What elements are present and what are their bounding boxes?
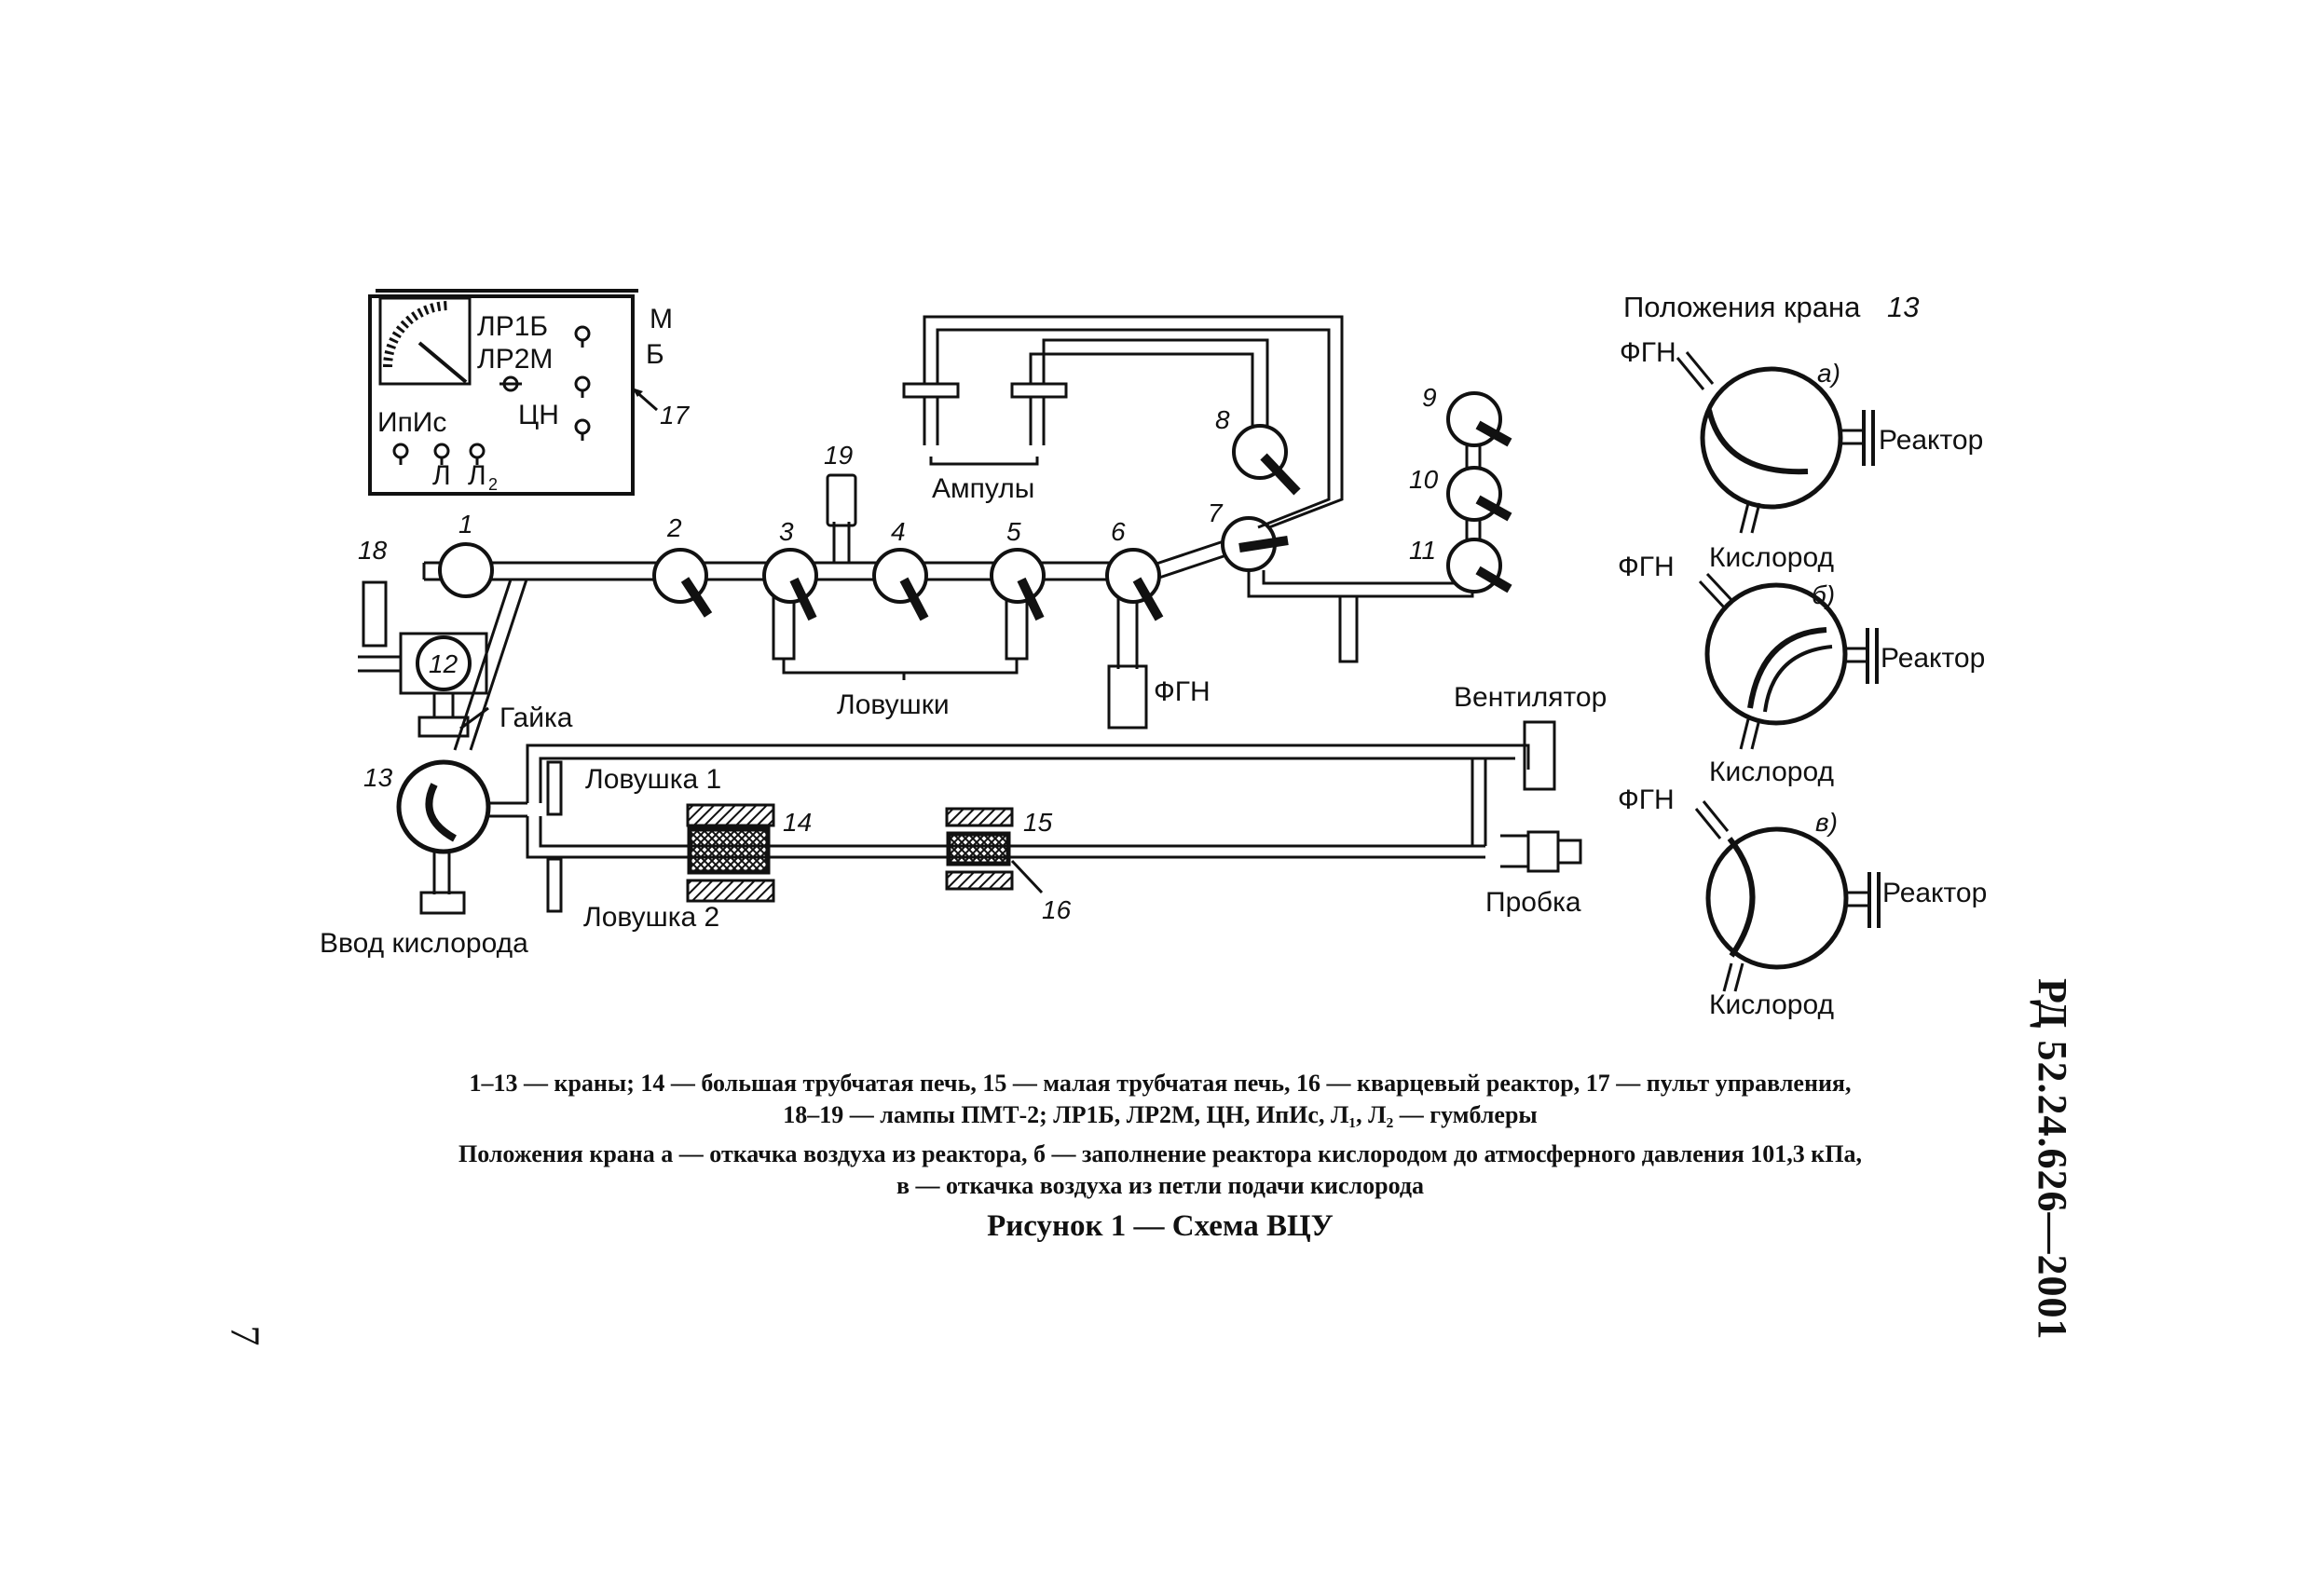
- tap-positions-title-number: 13: [1887, 291, 1919, 323]
- valve-12-assembly: [358, 580, 489, 738]
- furnace-14-top: [686, 803, 775, 827]
- tap-positions-labels: Положения крана 13 ФГН а) Реактор Кислор…: [1618, 291, 1987, 1020]
- ventilator: [1523, 720, 1556, 791]
- ampoules-label: Ампулы: [932, 473, 1034, 504]
- switch-ipis-label: ИпИс: [377, 407, 446, 438]
- valve-1-number: 1: [458, 510, 473, 539]
- right-branch: [1247, 391, 1512, 663]
- valve-10-number: 10: [1409, 465, 1439, 494]
- switch-l2-subscript: 2: [488, 475, 498, 494]
- panel-number: 17: [660, 401, 691, 430]
- tap-a-fgn: ФГН: [1620, 337, 1676, 368]
- lamp-18-number: 18: [358, 536, 388, 565]
- oxygen-inlet-label: Ввод кислорода: [320, 928, 528, 959]
- valve-11-number: 11: [1409, 536, 1436, 565]
- trap-1-label: Ловушка 1: [585, 764, 721, 795]
- toggle-switch-icons: [392, 325, 591, 465]
- trap-2-label: Ловушка 2: [583, 902, 719, 933]
- tap-b-fgn: ФГН: [1618, 552, 1675, 582]
- gauge-icon: [378, 296, 472, 386]
- fgn-label: ФГН: [1154, 676, 1211, 707]
- valve-8-number: 8: [1215, 405, 1230, 434]
- label-b: Б: [646, 339, 664, 370]
- page-number: 7: [222, 1325, 268, 1346]
- tap-c-oxygen: Кислород: [1709, 989, 1834, 1020]
- tap-b-reactor: Реактор: [1881, 643, 1985, 674]
- valve-13: [396, 759, 491, 915]
- tap-c-fgn: ФГН: [1618, 784, 1675, 815]
- tap-position-b: [1698, 572, 1879, 750]
- figure-title: Рисунок 1 — Схема ВЦУ: [987, 1209, 1334, 1243]
- fgn-vessel: [1107, 664, 1148, 730]
- label-m: М: [650, 304, 673, 334]
- switch-lr2m-label: ЛР2М: [477, 344, 553, 375]
- panel-labels: ЛР1Б ЛР2М ЦН ИпИс Л Л 2 М Б 17: [377, 304, 691, 494]
- furnace-15-top: [945, 807, 1014, 827]
- valve-9-number: 9: [1422, 383, 1437, 412]
- tap-b-letter: б): [1812, 580, 1835, 609]
- valve-2-number: 2: [666, 513, 682, 542]
- scheme-labels: Ампулы Ловушки ФГН Гайка Вентилятор Лову…: [320, 473, 1607, 959]
- tap-a-reactor: Реактор: [1879, 425, 1983, 456]
- furnace-15-number: 15: [1023, 808, 1053, 837]
- tap-c-reactor: Реактор: [1882, 878, 1987, 908]
- switch-tsn-label: ЦН: [518, 400, 559, 430]
- positions-line-1: Положения крана а — откачка воздуха из р…: [458, 1140, 1863, 1167]
- switch-lr1b-label: ЛР1Б: [477, 311, 548, 342]
- legend-line-1: 1–13 — краны; 14 — большая трубчатая печ…: [469, 1070, 1852, 1097]
- plug: [1526, 830, 1560, 873]
- furnace-14: [687, 826, 771, 875]
- valve-6-number: 6: [1111, 517, 1126, 546]
- traps-label: Ловушки: [837, 689, 950, 720]
- lamp-19: [826, 473, 857, 527]
- valve-4-number: 4: [891, 517, 906, 546]
- furnace-14-number: 14: [783, 808, 812, 837]
- valve-13-number: 13: [363, 763, 393, 792]
- legend-line-2: 18–19 — лампы ПМТ-2; ЛР1Б, ЛР2М, ЦН, ИпИ…: [783, 1101, 1538, 1128]
- lamp-19-number: 19: [824, 441, 853, 470]
- tap-positions-title: Положения крана: [1623, 291, 1861, 323]
- valve-numbers: 1 2 3 4 5 6 7 8 9 10 11 12 13 18 19: [358, 383, 1439, 792]
- tap-b-oxygen: Кислород: [1709, 757, 1834, 787]
- document-code: РД 52.24.626—2001: [2030, 978, 2075, 1341]
- valve-3-number: 3: [779, 517, 794, 546]
- valves-row: [438, 424, 1301, 621]
- positions-line-2: в — откачка воздуха из петли подачи кисл…: [896, 1172, 1424, 1199]
- ventilator-label: Вентилятор: [1454, 682, 1607, 713]
- tap-position-c: [1694, 800, 1881, 992]
- valve-7-number: 7: [1208, 498, 1224, 527]
- switch-l2-label: Л: [468, 460, 486, 491]
- nut-label: Гайка: [499, 703, 573, 733]
- reactor-loop: [526, 720, 1582, 913]
- positions-caption: Положения крана а — откачка воздуха из р…: [308, 1139, 2013, 1202]
- valve-5-number: 5: [1006, 517, 1021, 546]
- tap-a-oxygen: Кислород: [1709, 542, 1834, 573]
- tap-a-letter: а): [1817, 359, 1840, 388]
- furnace-15: [946, 831, 1011, 866]
- reactor-16-number: 16: [1042, 895, 1072, 924]
- tap-c-letter: в): [1815, 808, 1838, 837]
- control-panel: [368, 289, 658, 496]
- valve-12-number: 12: [429, 649, 458, 678]
- ampoule-loop: [902, 315, 1344, 529]
- tap-position-a: [1676, 351, 1875, 534]
- switch-l-label: Л: [432, 460, 451, 491]
- plug-label: Пробка: [1485, 887, 1581, 918]
- legend-caption: 1–13 — краны; 14 — большая трубчатая печ…: [308, 1068, 2013, 1131]
